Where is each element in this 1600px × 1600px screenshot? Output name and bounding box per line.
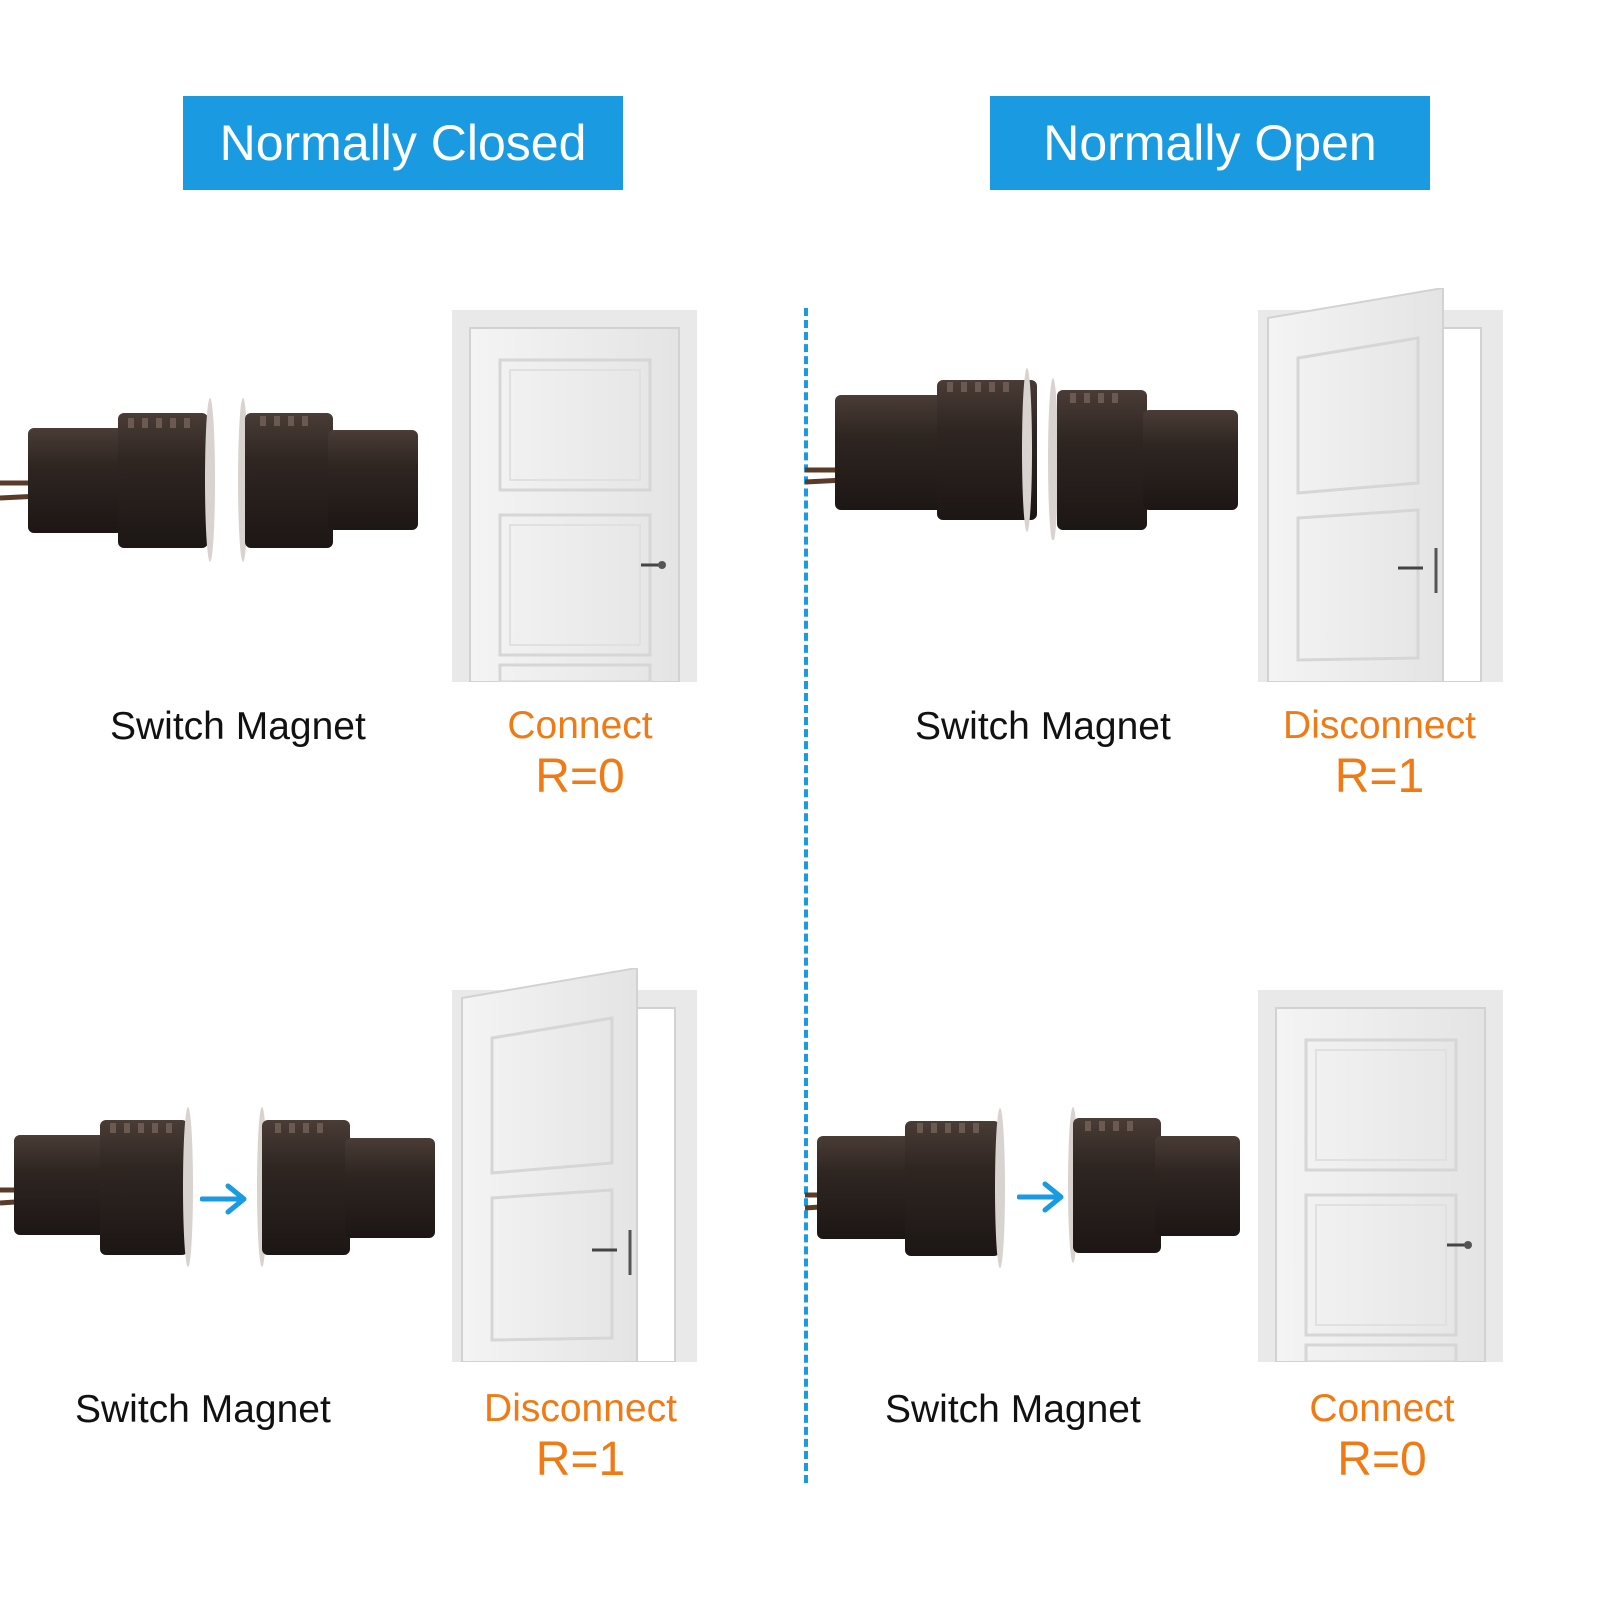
arrow-right-icon — [1017, 1181, 1064, 1213]
connection-state: Disconnect — [484, 1387, 677, 1430]
switch-magnet-label: Switch Magnet — [110, 705, 366, 748]
arrow-right-icon — [200, 1183, 247, 1215]
door-icon — [452, 968, 697, 1362]
normally-closed-header: Normally Closed — [183, 96, 623, 190]
resistance-value: R=0 — [1337, 1433, 1427, 1486]
state-label: Connect R=0 — [480, 703, 680, 805]
door-icon — [1258, 288, 1503, 682]
normally-open-header: Normally Open — [990, 96, 1430, 190]
state-label: Disconnect R=1 — [468, 1386, 693, 1488]
state-label: Connect R=0 — [1282, 1386, 1482, 1488]
switch-magnet-label: Switch Magnet — [885, 1388, 1141, 1431]
switch-magnet-label: Switch Magnet — [915, 705, 1171, 748]
reed-switch-icon — [805, 1107, 1240, 1268]
connection-state: Disconnect — [1283, 704, 1476, 747]
column-divider — [804, 308, 808, 1483]
reed-switch-icon — [805, 368, 1238, 540]
resistance-value: R=0 — [535, 750, 625, 803]
door-icon — [1258, 990, 1503, 1362]
door-icon — [452, 310, 697, 682]
reed-switch-icon — [0, 398, 418, 562]
connection-state: Connect — [1309, 1387, 1455, 1430]
resistance-value: R=1 — [535, 1433, 626, 1486]
resistance-value: R=1 — [1334, 750, 1425, 803]
switch-magnet-label: Switch Magnet — [75, 1388, 331, 1431]
state-label: Disconnect R=1 — [1272, 703, 1487, 805]
reed-switch-icon — [0, 1107, 435, 1267]
connection-state: Connect — [507, 704, 653, 747]
